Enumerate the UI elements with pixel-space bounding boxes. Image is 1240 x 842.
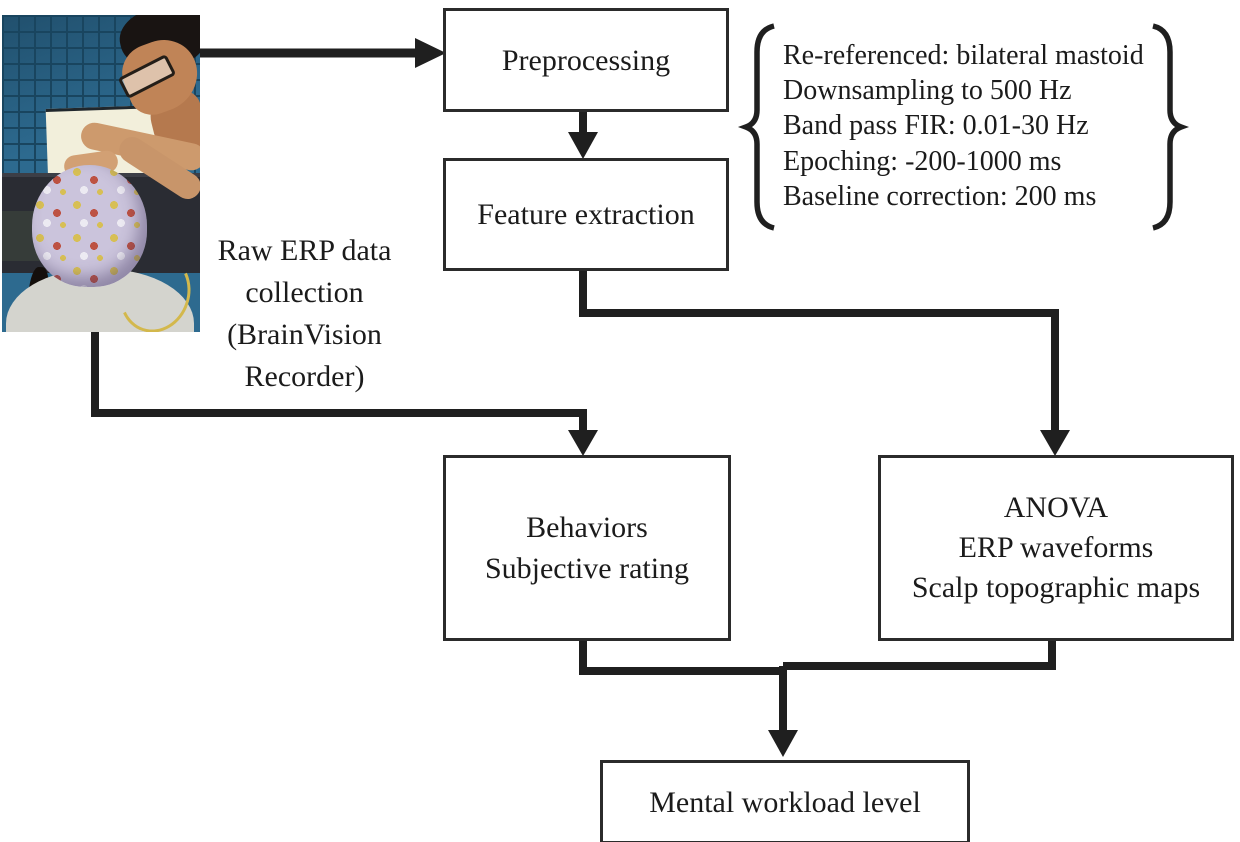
- arrowhead-into-anova: [1040, 430, 1070, 456]
- preprocessing-step: Downsampling to 500 Hz: [783, 75, 1072, 107]
- node-behaviors-subjective-rating: Behaviors Subjective rating: [443, 455, 731, 641]
- arrowhead-into-feature: [568, 132, 598, 159]
- right-brace: [1152, 23, 1190, 231]
- eeg-electrode-cap: [32, 165, 147, 287]
- arrowhead-into-preprocessing: [415, 38, 446, 68]
- photo-caption-line: Raw ERP data: [217, 234, 392, 267]
- node-feature-extraction: Feature extraction: [443, 158, 729, 271]
- node-label: Mental workload level: [649, 785, 921, 819]
- connector-merge-right: [783, 635, 1056, 670]
- node-label: Preprocessing: [501, 43, 671, 77]
- preprocessing-steps-list: Re-referenced: bilateral mastoid Downsam…: [783, 38, 1153, 214]
- connector-merge-left: [579, 635, 783, 675]
- preprocessing-step: Re-referenced: bilateral mastoid: [783, 40, 1144, 71]
- node-label: ANOVA: [1003, 491, 1109, 524]
- preprocessing-step: Baseline correction: 200 ms: [783, 180, 1097, 212]
- connector-feature-to-anova: [579, 265, 1059, 432]
- node-label: ERP waveforms: [958, 531, 1154, 564]
- node-anova-analysis: ANOVA ERP waveforms Scalp topographic ma…: [878, 455, 1234, 641]
- left-brace: [737, 23, 775, 231]
- node-label: Scalp topographic maps: [911, 571, 1201, 604]
- node-label: Subjective rating: [484, 552, 690, 585]
- node-mental-workload-level: Mental workload level: [600, 760, 970, 842]
- preprocessing-step: Band pass FIR: 0.01-30 Hz: [783, 110, 1089, 142]
- connector-photo-to-behaviors: [91, 332, 587, 432]
- node-label: Behaviors: [526, 511, 648, 544]
- node-label: Feature extraction: [477, 198, 695, 231]
- photo-caption: Raw ERP data collection (BrainVision Rec…: [187, 230, 422, 398]
- arrowhead-into-behaviors: [568, 430, 598, 456]
- photo-caption-line: Recorder): [244, 360, 365, 393]
- photo-caption-line: (BrainVision: [227, 318, 382, 351]
- eeg-setup-photo: [2, 15, 200, 332]
- preprocessing-step: Epoching: -200-1000 ms: [783, 145, 1062, 177]
- photo-caption-line: collection: [245, 276, 364, 309]
- node-preprocessing: Preprocessing: [443, 8, 729, 112]
- arrowhead-into-mental-workload: [768, 730, 798, 757]
